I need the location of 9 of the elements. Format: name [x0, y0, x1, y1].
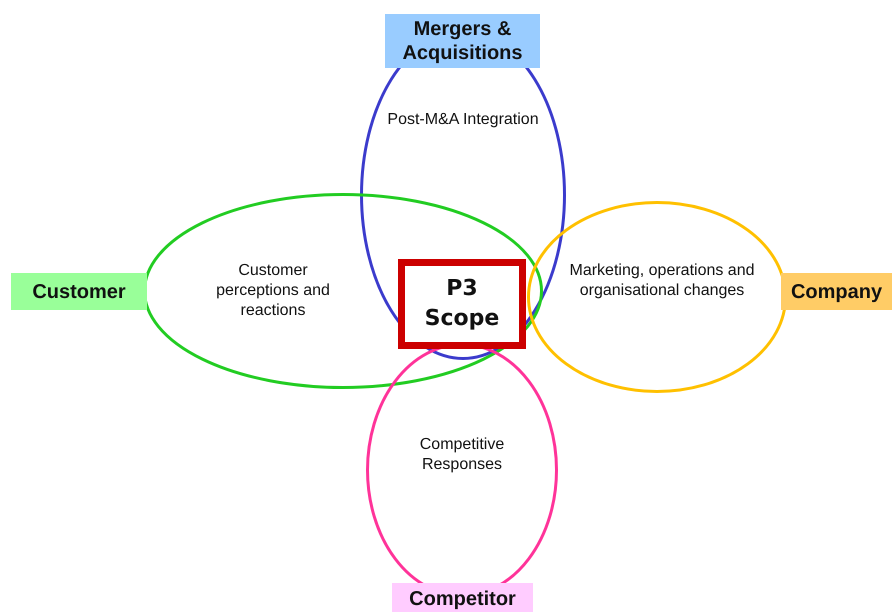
heading-label: Mergers & Acquisitions	[385, 14, 540, 68]
scope-box: P3 Scope	[398, 259, 526, 349]
region-text: Marketing, operations and organisational changes	[568, 261, 756, 301]
heading-label: Company	[781, 273, 892, 310]
region-text: Customer perceptions and reactions	[215, 261, 331, 321]
region-text: Post-M&A Integration	[386, 110, 540, 130]
heading-label: Competitor	[392, 583, 533, 612]
region-text: Competitive Responses	[418, 435, 506, 475]
heading-label: Customer	[11, 273, 147, 310]
